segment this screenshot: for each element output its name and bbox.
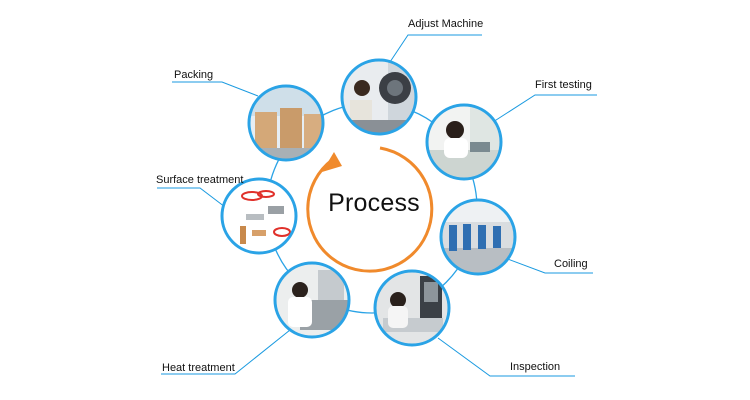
step-label-coiling: Coiling <box>554 258 588 270</box>
treated-springs-photo <box>220 177 298 255</box>
heat-treatment-worker-photo <box>273 261 351 339</box>
cycle-arrowhead <box>322 152 342 172</box>
step-label-first-testing: First testing <box>535 79 592 91</box>
step-label-inspection: Inspection <box>510 361 561 373</box>
packed-cartons-photo <box>247 84 325 162</box>
coiling-workshop-photo <box>439 198 517 276</box>
cycle-arrow <box>306 146 434 273</box>
step-label-heat-treatment: Heat treatment <box>162 362 235 374</box>
machine-operator-photo <box>340 58 418 136</box>
center-title: Process <box>328 189 420 217</box>
step-label-adjust-machine: Adjust Machine <box>408 18 484 30</box>
step-label-packing: Packing <box>174 69 214 81</box>
step-label-surface-treatment: Surface treatment <box>156 174 244 186</box>
leader-lines <box>157 34 597 377</box>
inspection-station-photo <box>373 269 451 347</box>
technician-testing-photo <box>425 103 503 181</box>
